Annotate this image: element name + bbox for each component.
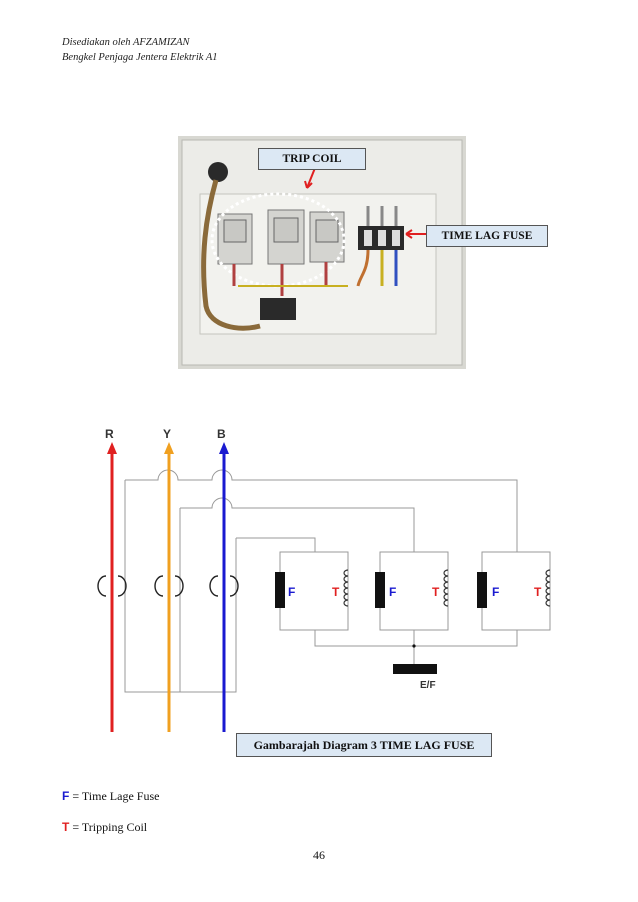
legend-fuse-key: F <box>62 789 70 803</box>
fuse-letter-3: F <box>492 585 499 599</box>
fuse-letter-2: F <box>389 585 396 599</box>
diagram-caption: Gambarajah Diagram 3 TIME LAG FUSE <box>236 733 492 757</box>
legend-coil-text: = Tripping Coil <box>69 820 148 834</box>
time-lag-fuse-panel-photo <box>178 136 466 369</box>
legend-fuse: F = Time Lage Fuse <box>62 789 159 804</box>
legend-fuse-text: = Time Lage Fuse <box>69 789 160 803</box>
phase-label-r: R <box>105 427 114 441</box>
header-author: Disediakan oleh AFZAMIZAN <box>62 37 190 48</box>
fuse-letter-1: F <box>288 585 295 599</box>
fuse-elements <box>275 572 487 608</box>
coil-letter-3: T <box>534 585 542 599</box>
phase-label-b: B <box>217 427 226 441</box>
legend-coil-key: T <box>62 820 70 834</box>
earth-fault-element <box>393 664 437 674</box>
coil-letter-1: T <box>332 585 340 599</box>
earth-fault-label: E/F <box>420 680 436 691</box>
time-lag-fuse-callout: TIME LAG FUSE <box>426 225 548 247</box>
current-transformers <box>97 575 239 597</box>
trip-coil-callout: TRIP COIL <box>258 148 366 170</box>
phase-lines <box>107 442 229 732</box>
phase-label-y: Y <box>163 427 171 441</box>
diagram-wiring <box>124 469 551 693</box>
tripping-coils <box>343 569 551 607</box>
header-workshop: Bengkel Penjaga Jentera Elektrik A1 <box>62 52 218 63</box>
legend-coil: T = Tripping Coil <box>62 820 147 835</box>
page-number: 46 <box>313 848 325 862</box>
coil-letter-2: T <box>432 585 440 599</box>
time-lag-fuse-circuit-diagram: R Y B F T F T F T E/F <box>97 427 551 732</box>
